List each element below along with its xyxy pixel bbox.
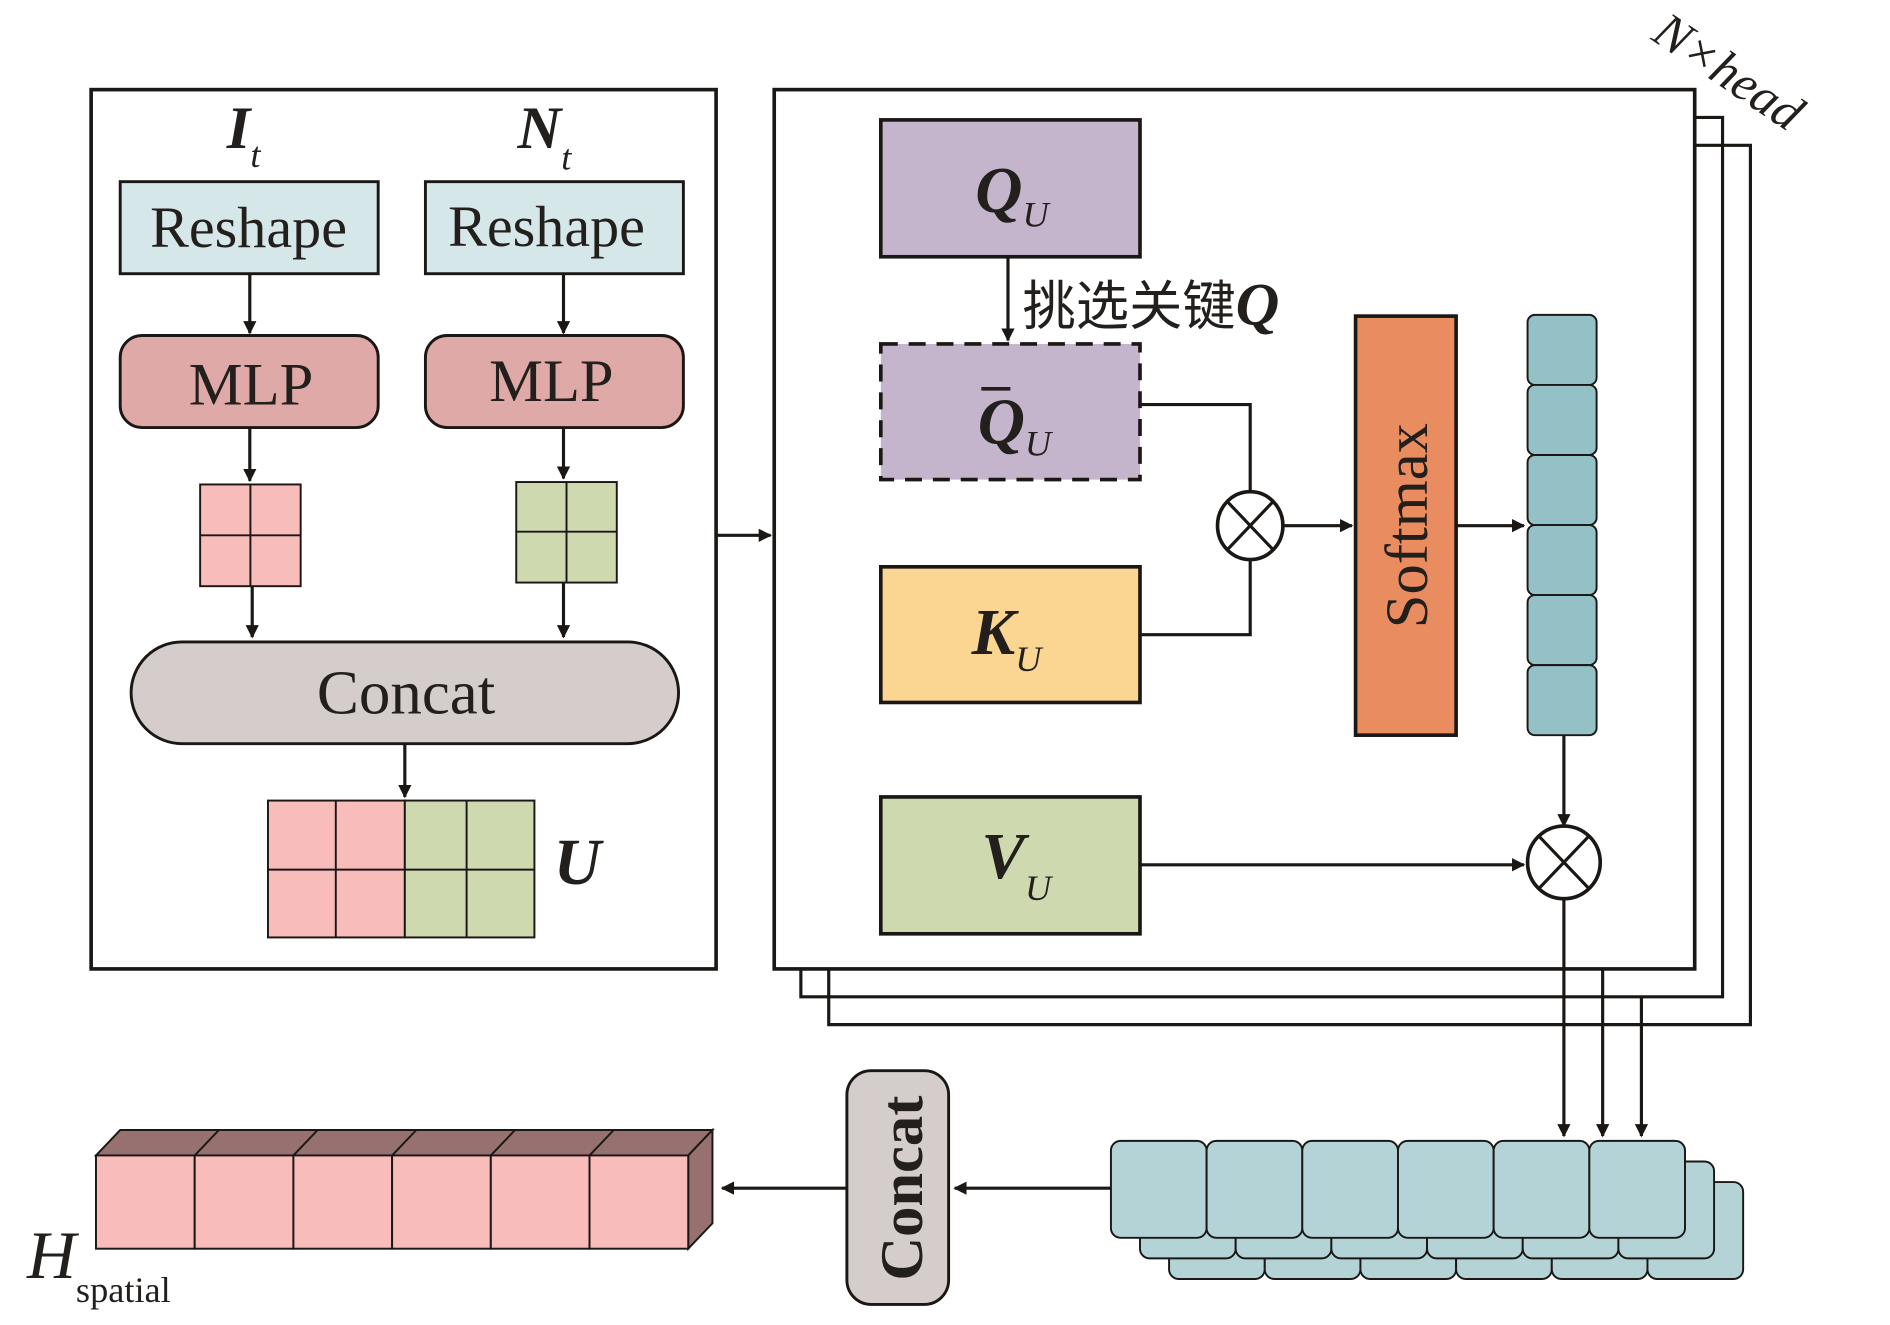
feature-grid-pink (199, 483, 302, 588)
head-output-cell (1588, 1139, 1686, 1239)
h-spatial-top-divider (490, 1129, 516, 1157)
attention-weight-cell (1526, 454, 1598, 527)
value-box: VU (878, 795, 1142, 936)
selected-query-box: QU (878, 342, 1142, 482)
svg-text:QU: QU (975, 155, 1051, 235)
input-i-t-label: It (226, 95, 262, 175)
h-spatial-cell (193, 1154, 295, 1250)
u-label: U (554, 827, 605, 899)
h-spatial-label: Hspatial (26, 1218, 171, 1310)
h-spatial-top-divider (391, 1129, 418, 1157)
mlp-left-label: MLP (189, 352, 314, 419)
mlp-right-label: MLP (489, 348, 614, 415)
concat-embedding-label: Concat (317, 657, 496, 727)
head-output-cell (1205, 1139, 1304, 1239)
attention-weight-cell (1526, 594, 1598, 667)
head-frame-2 (799, 115, 1725, 999)
select-key-query-label: 挑选关键Q (1023, 272, 1280, 339)
svg-text:VU: VU (981, 821, 1054, 908)
h-spatial-top-divider (588, 1129, 615, 1157)
query-box: QU (878, 118, 1142, 259)
svg-text:QU: QU (978, 386, 1054, 463)
head-frame-3 (827, 143, 1752, 1027)
concat-heads-label: Concat (869, 1096, 936, 1281)
key-box: KU (878, 565, 1142, 705)
head-output-cell (1301, 1139, 1399, 1239)
h-spatial-cell (95, 1154, 196, 1250)
attention-weight-cell (1526, 664, 1598, 737)
reshape-left-box: Reshape (118, 180, 380, 276)
h-spatial-cell (588, 1154, 690, 1250)
attention-weight-cell (1526, 313, 1598, 386)
mlp-right-box: MLP (423, 334, 685, 429)
reshape-left-label: Reshape (150, 195, 347, 260)
mlp-left-box: MLP (118, 334, 380, 429)
head-output-cell (1492, 1139, 1591, 1239)
concat-embedding-box: Concat (129, 640, 680, 746)
connector-key-to-multiply (1139, 559, 1252, 637)
h-spatial-tensor (93, 1127, 715, 1252)
multiply-qk-icon (1215, 489, 1285, 562)
attention-block: N×head QU 挑选关键Q QU KU (772, 2, 1814, 1027)
concat-heads-box: Concat (845, 1069, 951, 1306)
reshape-right-box: Reshape (423, 180, 685, 276)
feature-grid-green (515, 481, 618, 584)
h-spatial-top-divider (292, 1129, 319, 1157)
softmax-label: Softmax (1374, 423, 1441, 628)
attention-weight-vector (1526, 313, 1598, 737)
h-spatial-cell (391, 1154, 492, 1250)
svg-text:KU: KU (971, 597, 1045, 679)
multiply-av-icon (1525, 824, 1603, 901)
head-output-cell (1109, 1139, 1208, 1239)
attention-weight-cell (1526, 383, 1598, 456)
head-output-stack (1109, 1139, 1745, 1280)
input-n-t-label: Nt (516, 95, 572, 178)
head-output-cell (1397, 1139, 1495, 1239)
h-spatial-cell (292, 1154, 394, 1250)
embedding-block: It Nt Reshape Reshape MLP MLP (89, 87, 718, 971)
attention-weight-cell (1526, 524, 1598, 597)
h-spatial-cell (489, 1154, 591, 1250)
u-matrix (266, 799, 536, 939)
h-spatial-top-divider (193, 1129, 220, 1157)
reshape-right-label: Reshape (448, 194, 645, 259)
connector-qbar-to-multiply (1139, 402, 1252, 492)
softmax-box: Softmax (1353, 314, 1458, 737)
